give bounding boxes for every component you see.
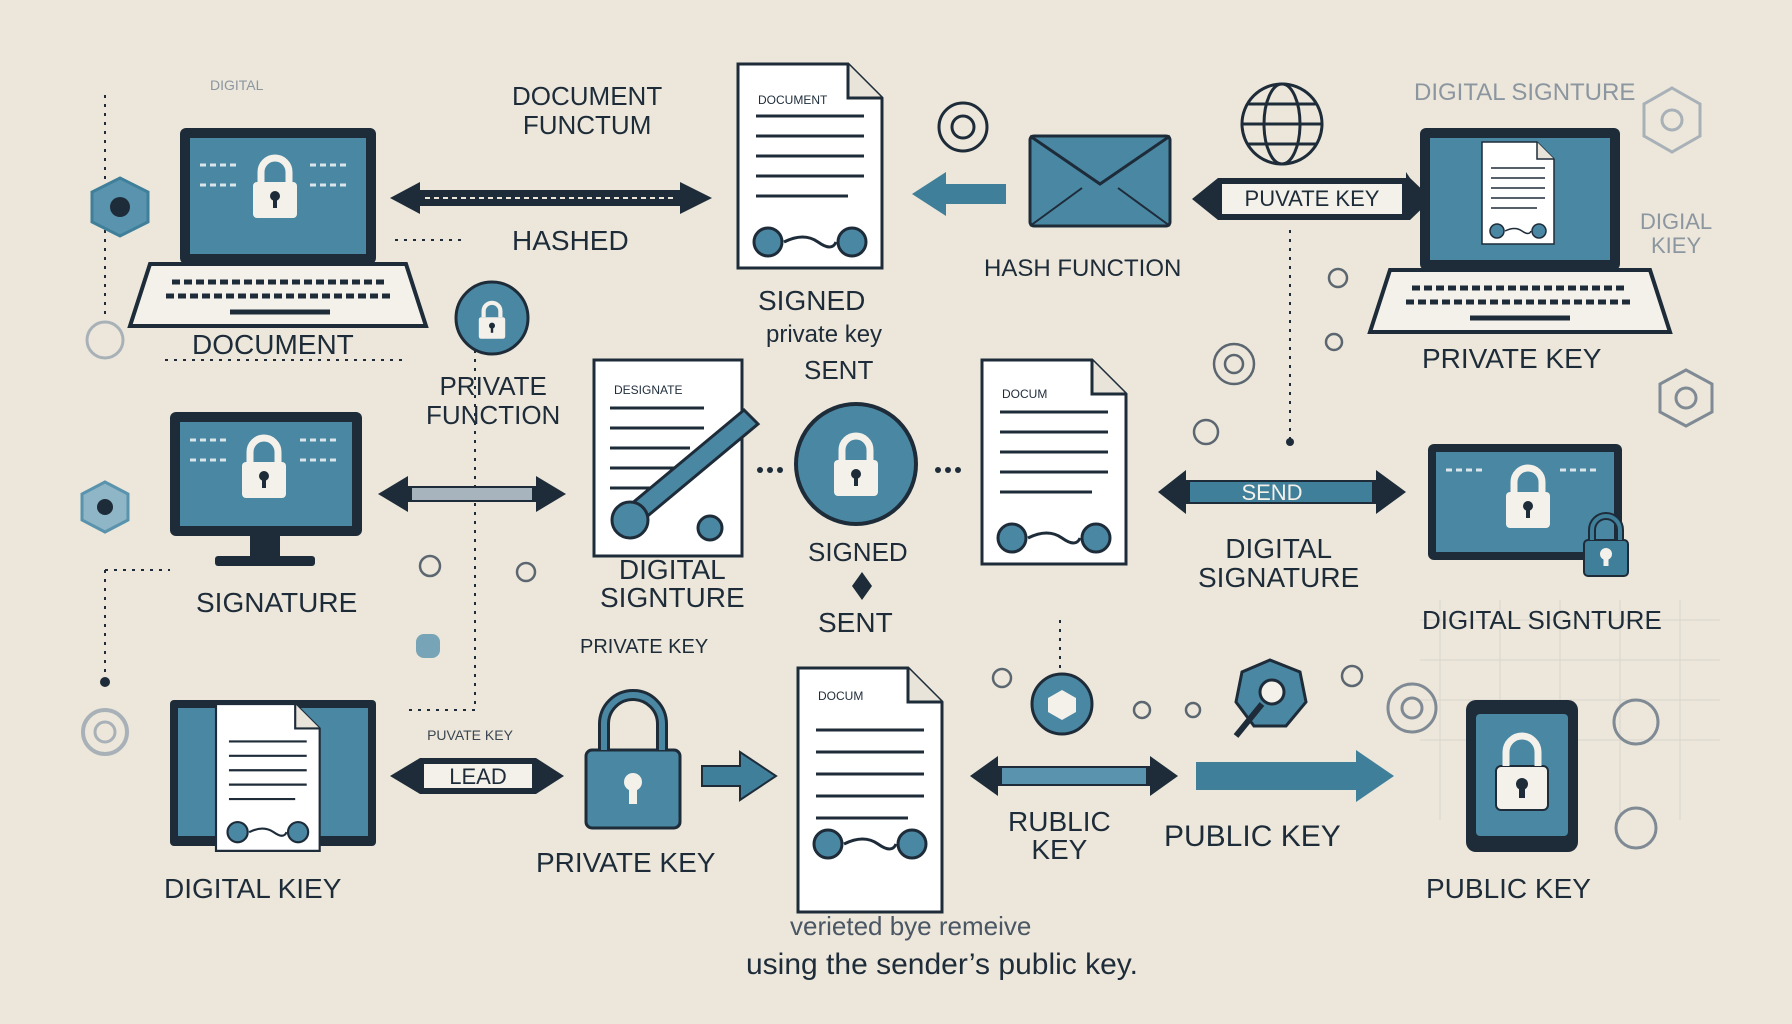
label-hash-function: HASH FUNCTION [984, 255, 1182, 282]
label-document: DOCUMENT [192, 329, 354, 360]
label-digital-kiey: DIGITAL KIEY [164, 873, 342, 904]
label-document-functum: DOCUMENT FUNCTUM [512, 81, 663, 140]
arrow-send: SEND [1158, 470, 1406, 514]
doc-bottom-title: DOCUM [818, 689, 863, 703]
label-digital-signture-mid: DIGITAL SIGNTURE [600, 554, 745, 613]
label-rublic-key: RUBLIC KEY [1008, 806, 1111, 865]
label-public-key-bottom-right: PUBLIC KEY [1426, 873, 1591, 904]
arrow-padlock-to-doc [701, 750, 778, 802]
caption-line-1: verieted bye remeive [790, 911, 1032, 941]
label-signed-top: SIGNED [758, 285, 866, 316]
label-digial-kiey: DIGIAL KIEY [1640, 209, 1713, 259]
arrow-puvate-key-small: PUVATE KEY [427, 727, 514, 743]
arrow-send-label: SEND [1241, 480, 1302, 505]
arrow-rublic-key [970, 756, 1178, 796]
doc-mid-title: DOCUM [1002, 387, 1047, 401]
label-private-key-bottom: PRIVATE KEY [536, 847, 716, 878]
deco-circle-icon [937, 101, 989, 153]
label-public-key-bottom-mid: PUBLIC KEY [1164, 820, 1341, 853]
diamond-icon [852, 572, 872, 600]
monitor-padlock-icon [170, 412, 362, 566]
arrow-private-key: PUVATE KEY [1192, 172, 1432, 220]
arrow-lead: LEAD [390, 758, 564, 794]
connector-dot [1286, 438, 1294, 446]
deco-circle-badges [416, 634, 440, 658]
arrow-monitor-to-signed-doc [378, 476, 566, 512]
arrow-document-to-doc [390, 182, 712, 214]
label-private-key-mid: PRIVATE KEY [580, 636, 709, 658]
hex-badge-icon [1030, 672, 1094, 736]
tablet-padlock-icon [1466, 700, 1578, 852]
label-sent-top: SENT [804, 355, 874, 385]
doc-signed-title: DESIGNATE [614, 383, 682, 397]
deco-small-circles [418, 267, 1364, 720]
dots [757, 467, 961, 473]
label-private-function: PRIVATE FUNCTION [426, 371, 561, 430]
center-padlock-icon [794, 402, 918, 526]
padlock-big-icon [584, 689, 682, 830]
caption-line-2: using the sender’s public key. [746, 948, 1138, 981]
connector-dot [100, 677, 110, 687]
key-badge-icon [1233, 658, 1308, 738]
globe-icon [1240, 82, 1324, 166]
laptop-signed-doc-icon [1367, 128, 1673, 334]
label-sent-mid: SENT [818, 607, 893, 638]
label-digital-signture-right: DIGITAL SIGNTURE [1422, 605, 1662, 635]
left-badge-icons [80, 176, 150, 756]
arrow-lead-label: LEAD [449, 764, 506, 789]
label-private-key-small: private key [766, 321, 883, 348]
padlock-badge-icon [454, 280, 530, 356]
label-private-key-right: PRIVATE KEY [1422, 343, 1602, 374]
label-digital-signture-top: DIGITAL SIGNTURE [1414, 79, 1636, 106]
arrow-private-key-label: PUVATE KEY [1245, 186, 1380, 211]
monitor-doc-icon [170, 700, 376, 852]
label-tiny-digital: DIGITAL [210, 77, 264, 93]
right-badge-icons [1386, 86, 1714, 850]
label-digital-signature-mid-right: DIGITAL SIGNATURE [1198, 533, 1360, 594]
monitor-right-padlock-icon [1428, 444, 1628, 576]
document-bottom-icon [796, 666, 944, 914]
signed-document-pen-icon [592, 358, 761, 558]
label-signed-mid: SIGNED [808, 537, 908, 567]
label-hashed: HASHED [512, 225, 629, 256]
laptop-document-icon [127, 128, 429, 328]
dashed-connectors [104, 95, 1291, 711]
arrow-public-key [1196, 750, 1394, 802]
envelope-icon [1028, 134, 1172, 228]
doc-top-title: DOCUMENT [758, 93, 828, 107]
arrow-envelope-to-doc [912, 172, 1006, 216]
label-signature: SIGNATURE [196, 587, 358, 618]
